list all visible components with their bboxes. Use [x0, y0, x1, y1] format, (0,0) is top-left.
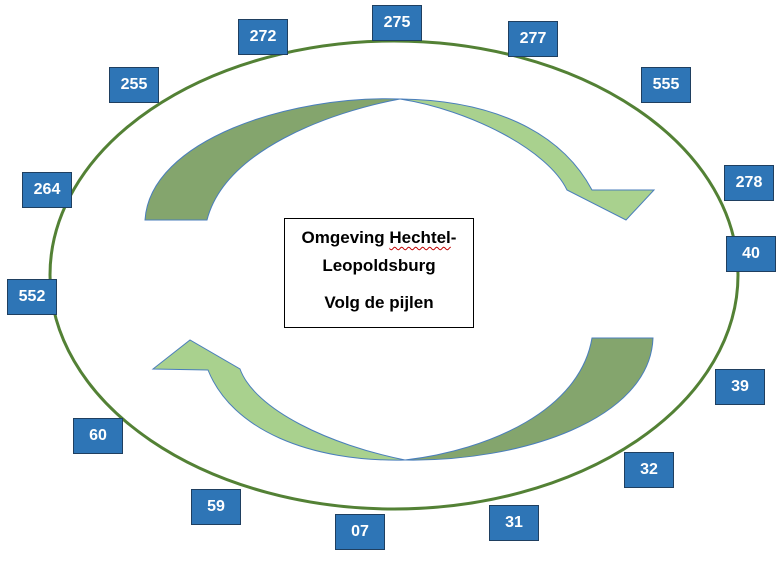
center-label-box: Omgeving Hechtel- Leopoldsburg Volg de p…	[284, 218, 474, 328]
node-40: 40	[726, 236, 776, 272]
node-31: 31	[489, 505, 539, 541]
center-title-word: Hechtel	[389, 228, 451, 247]
node-278: 278	[724, 165, 774, 201]
node-60: 60	[73, 418, 123, 454]
route-ellipse	[48, 39, 740, 511]
node-555: 555	[641, 67, 691, 103]
center-title-line2: Leopoldsburg	[322, 256, 436, 275]
center-title-line1: Omgeving Hechtel-	[285, 228, 473, 248]
node-275: 275	[372, 5, 422, 41]
bottom-arrow-head	[151, 339, 406, 461]
node-32: 32	[624, 452, 674, 488]
node-272: 272	[238, 19, 288, 55]
center-instruction: Volg de pijlen	[324, 293, 434, 312]
node-07: 07	[335, 514, 385, 550]
center-title-suffix: -	[450, 228, 457, 247]
bottom-arrow-tail	[404, 337, 654, 461]
top-arrow-tail	[144, 98, 401, 221]
node-255: 255	[109, 67, 159, 103]
node-39: 39	[715, 369, 765, 405]
center-title-prefix: Omgeving	[301, 228, 390, 247]
node-264: 264	[22, 172, 72, 208]
node-59: 59	[191, 489, 241, 525]
top-arrow-head	[399, 98, 656, 221]
node-552: 552	[7, 279, 57, 315]
node-277: 277	[508, 21, 558, 57]
